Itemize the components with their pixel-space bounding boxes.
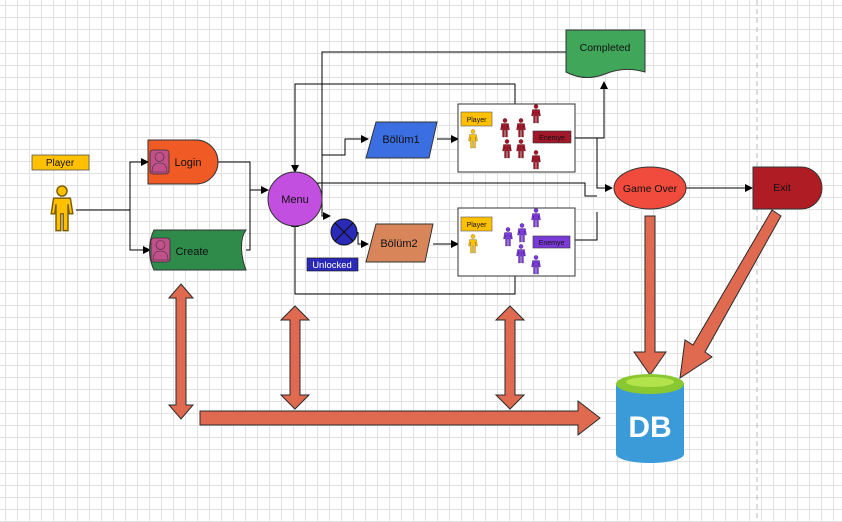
create-shape[interactable]	[149, 229, 247, 271]
login-label: Login	[175, 157, 202, 169]
level1-enemy-tag-box	[532, 130, 572, 144]
connector-menu-bolum1	[321, 135, 369, 196]
level2-enemy-tag-box	[532, 235, 571, 249]
unlocked-tag: Unlocked	[312, 260, 352, 271]
connector-player-create	[129, 210, 151, 254]
menu-node[interactable]	[267, 171, 323, 227]
unlocked-x-mark	[334, 222, 354, 242]
connector-level2-gameover	[575, 212, 598, 241]
bolum1-label: Bölüm1	[382, 134, 419, 146]
game-over-node[interactable]	[613, 166, 687, 210]
menu-label: Menu	[281, 194, 309, 206]
level2-player-tag: Player	[467, 222, 488, 229]
exit-label: Exit	[773, 182, 791, 194]
level2-box[interactable]: Player Enemye	[457, 207, 576, 277]
connector-level1-completed	[575, 81, 608, 139]
arrow-exit-to-db	[679, 209, 782, 380]
db-cylinder-body	[616, 384, 684, 463]
connector-completed-menu	[321, 51, 566, 195]
database-icon: DB	[616, 374, 684, 463]
level2-player-tag-box	[460, 216, 493, 232]
bolum2-shape[interactable]	[365, 223, 434, 263]
create-user-icon-head	[155, 240, 166, 250]
player-label: Player	[46, 158, 75, 169]
completed-label: Completed	[580, 42, 631, 54]
exit-shape[interactable]	[752, 166, 823, 210]
login-user-icon-body	[151, 162, 168, 173]
unlocked-tag-box	[306, 257, 359, 272]
connector-level2-menu	[291, 219, 516, 295]
connector-menu-unlocked	[321, 196, 331, 220]
player-label-box	[31, 154, 90, 171]
connector-unlocked-bolum2	[357, 232, 369, 248]
connector-level1-gameover	[575, 137, 613, 192]
create-label: Create	[175, 246, 208, 258]
login-user-icon-head	[154, 152, 165, 162]
completed-shape[interactable]	[565, 29, 646, 78]
bolum1-shape[interactable]	[365, 121, 438, 159]
create-user-icon-body	[152, 250, 169, 261]
arrow-level2-to-db-vertical	[494, 305, 526, 410]
db-arrows	[167, 209, 782, 437]
connectors	[76, 51, 753, 295]
connector-create-menu	[246, 190, 251, 251]
connector-loop-top	[291, 83, 516, 173]
connector-player-login	[76, 158, 149, 211]
level1-player-tag: Player	[467, 117, 488, 124]
player-person-icon[interactable]	[50, 185, 74, 232]
db-label: DB	[628, 411, 671, 444]
db-cylinder-top-inner	[626, 377, 674, 387]
bolum2-label: Bölüm2	[380, 238, 417, 250]
arrow-menu-to-db-vertical	[279, 305, 311, 410]
level1-enemy-tag: Enemye	[539, 135, 565, 142]
level2-enemy-tag: Enemye	[539, 240, 565, 247]
connector-login-menu	[218, 161, 269, 194]
connector-menu-gameover	[317, 182, 597, 200]
arrow-create-to-db-vertical	[167, 283, 195, 420]
game-over-label: Game Over	[623, 183, 678, 195]
level1-box[interactable]: Player Enemye	[457, 103, 576, 173]
level1-player-tag-box	[460, 111, 493, 127]
arrow-gameover-to-db	[633, 215, 667, 376]
arrow-to-db-horizontal	[199, 399, 601, 437]
